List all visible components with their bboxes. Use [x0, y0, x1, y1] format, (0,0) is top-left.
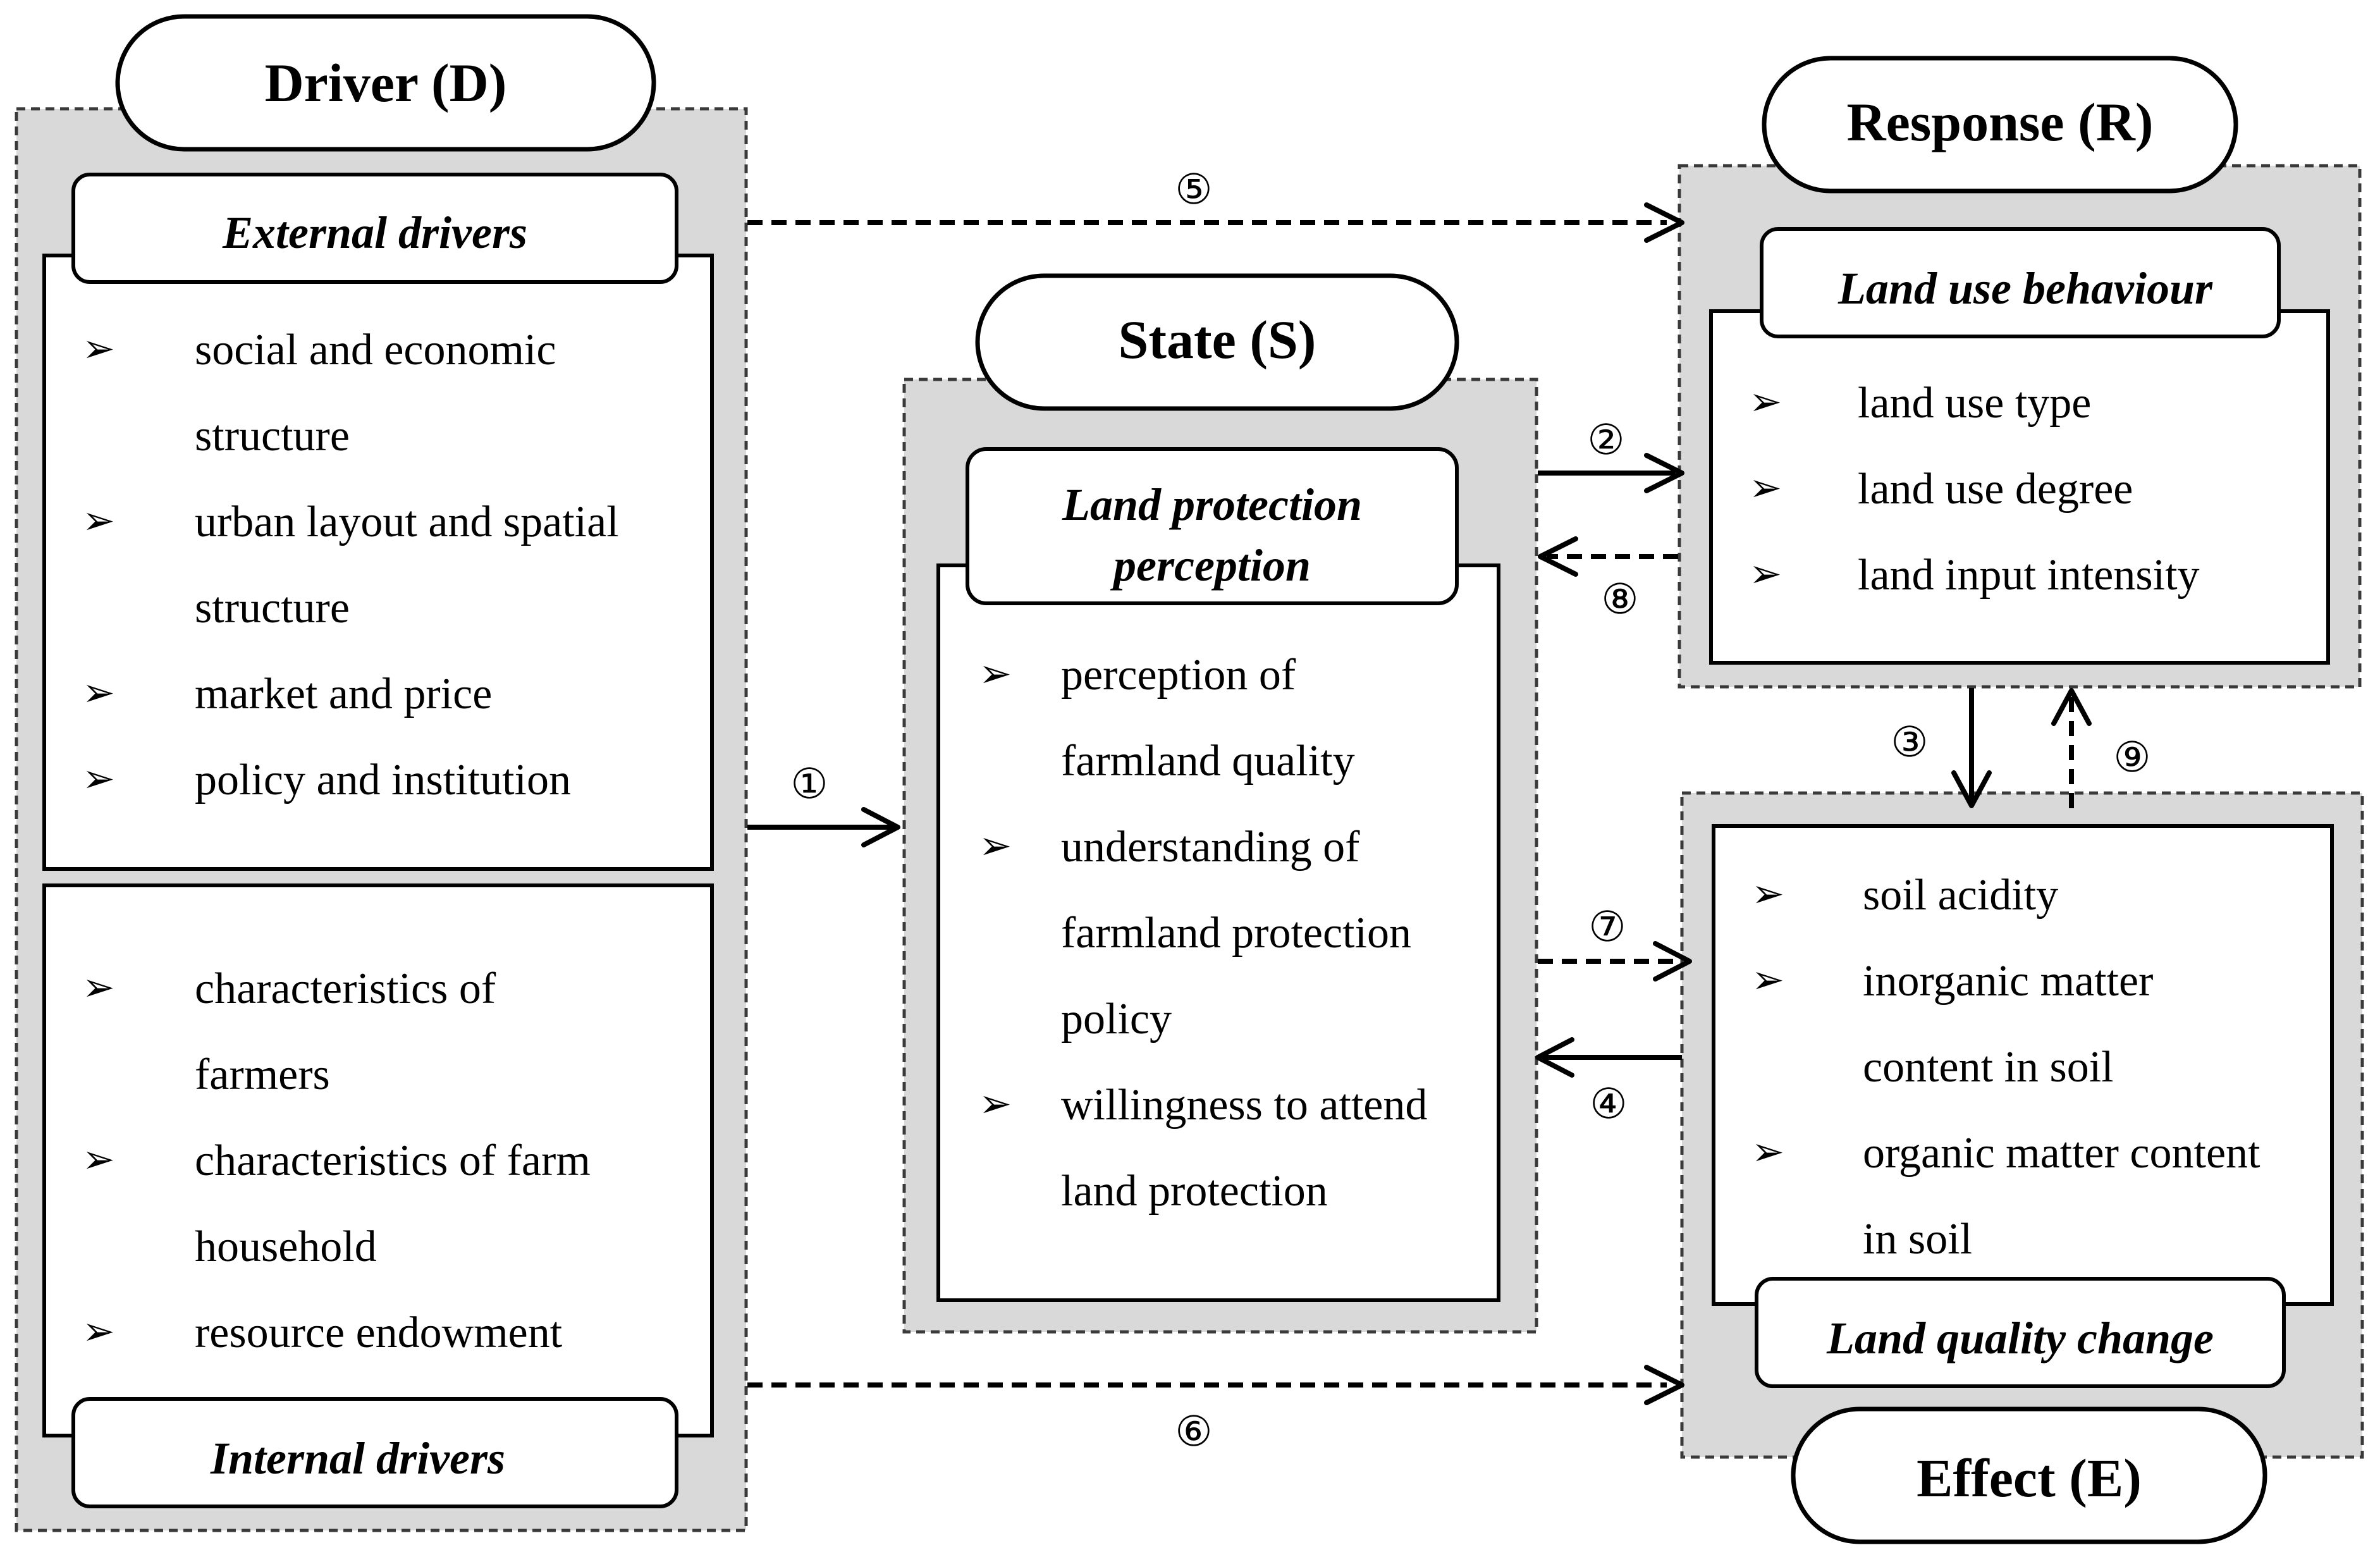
effect-label: Land quality change: [1826, 1313, 2214, 1363]
arrow-9-label: ⑨: [2113, 733, 2150, 782]
response-bullet-icon: ➢: [1749, 550, 1782, 596]
response-item-text: land use type: [1858, 379, 2091, 428]
response-label: Land use behaviour: [1837, 263, 2213, 314]
state-item-text: farmland quality: [1061, 737, 1355, 785]
arrow-8-label: ⑧: [1601, 575, 1638, 624]
effect-list: ➢ soil acidity ➢ inorganic matter content in…: [1751, 870, 2260, 1264]
external-driver-bullet-icon: ➢: [82, 755, 115, 801]
internal-driver-item-text: farmers: [195, 1050, 330, 1099]
external-driver-bullet-icon: ➢: [82, 669, 115, 715]
response-title: Response (R): [1847, 92, 2154, 152]
arrow-7-head: [1653, 941, 1692, 982]
internal-driver-bullet-icon: ➢: [82, 1308, 115, 1354]
arrow-2-label: ②: [1587, 415, 1624, 464]
effect-box: [1712, 824, 2334, 1306]
internal-drivers-tab: [71, 1397, 678, 1508]
driver-title-pill: [115, 14, 656, 152]
arrow-2-head: [1644, 453, 1684, 493]
internal-driver-item-text: resource endowment: [195, 1308, 563, 1357]
external-driver-item-text: structure: [195, 584, 350, 632]
arrow-5-label: ⑤: [1175, 165, 1212, 214]
arrow-4-head: [1535, 1037, 1574, 1078]
internal-driver-bullet-icon: ➢: [82, 964, 115, 1010]
state-item-text: understanding of: [1061, 823, 1360, 871]
external-drivers-box: [42, 254, 714, 871]
state-item-text: willingness to attend: [1061, 1081, 1427, 1129]
internal-driver-item-text: characteristics of farm: [195, 1136, 591, 1185]
external-driver-item-text: structure: [195, 412, 350, 460]
effect-item-text: content in soil: [1863, 1043, 2114, 1092]
effect-title-pill: [1791, 1406, 2267, 1544]
arrow-9-head: [2051, 688, 2092, 726]
arrow-4-label: ④: [1590, 1080, 1627, 1128]
state-list: ➢ perception of farmland quality ➢ understan…: [979, 650, 1427, 1215]
response-title-pill: [1762, 56, 2238, 194]
response-bullet-icon: ➢: [1749, 464, 1782, 510]
effect-item-text: inorganic matter: [1863, 957, 2153, 1006]
response-tab: [1760, 227, 2281, 338]
effect-bullet-icon: ➢: [1751, 870, 1784, 916]
state-label-line-1: Land protection: [1062, 479, 1362, 530]
response-list: ➢ land use type ➢ land use degree ➢ land inpu…: [1749, 378, 2200, 600]
internal-driver-item-text: characteristics of: [195, 964, 496, 1013]
external-driver-bullet-icon: ➢: [82, 325, 115, 371]
internal-drivers-box: [42, 883, 714, 1437]
arrow-8-head: [1538, 536, 1578, 577]
arrow-3-head: [1951, 770, 1992, 808]
state-bullet-icon: ➢: [979, 650, 1012, 696]
state-tab: [966, 447, 1459, 605]
state-bullet-icon: ➢: [979, 1080, 1012, 1126]
state-item-text: policy: [1061, 995, 1172, 1043]
arrow-6-head: [1644, 1365, 1684, 1405]
external-driver-item-text: urban layout and spatial: [195, 498, 619, 546]
internal-driver-item-text: household: [195, 1222, 377, 1271]
response-item-text: land input intensity: [1858, 551, 2200, 600]
effect-bullet-icon: ➢: [1751, 1128, 1784, 1174]
external-driver-bullet-icon: ➢: [82, 497, 115, 543]
arrows: ① ② ⑧ ③ ⑨ ⑦ ④ ⑤ ⑥: [747, 165, 2151, 1456]
arrow-3-label: ③: [1891, 718, 1928, 766]
effect-bullet-icon: ➢: [1751, 956, 1784, 1002]
arrow-7-label: ⑦: [1588, 902, 1626, 951]
external-driver-item-text: market and price: [195, 670, 492, 718]
effect-title: Effect (E): [1917, 1448, 2142, 1508]
driver-title: Driver (D): [265, 52, 507, 113]
arrow-6-label: ⑥: [1175, 1407, 1212, 1456]
external-drivers-list: ➢ social and economic structure ➢ urban layo…: [82, 325, 619, 804]
state-item-text: perception of: [1061, 651, 1296, 699]
state-bullet-icon: ➢: [979, 822, 1012, 868]
arrow-1-head: [861, 807, 900, 847]
effect-item-text: organic matter content: [1863, 1129, 2260, 1178]
external-drivers-label: External drivers: [222, 207, 527, 258]
state-item-text: land protection: [1061, 1167, 1328, 1215]
internal-driver-bullet-icon: ➢: [82, 1136, 115, 1182]
state-title-pill: [975, 273, 1459, 411]
state-title: State (S): [1119, 309, 1316, 370]
effect-item-text: soil acidity: [1863, 871, 2058, 920]
state-group: State (S) Land protection perception ➢ pe…: [902, 273, 1538, 1334]
response-item-text: land use degree: [1858, 465, 2133, 514]
external-driver-item-text: policy and institution: [195, 756, 571, 804]
response-bullet-icon: ➢: [1749, 378, 1782, 424]
response-group: Response (R) Land use behaviour ➢ land us…: [1678, 56, 2362, 689]
state-label-line-2: perception: [1110, 540, 1311, 591]
external-drivers-tab: [71, 173, 678, 284]
internal-drivers-list: ➢ characteristics of farmers ➢ characteristi…: [82, 964, 591, 1357]
arrow-5-head: [1644, 202, 1684, 243]
arrow-1-label: ①: [790, 760, 828, 808]
internal-drivers-label: Internal drivers: [210, 1433, 505, 1484]
external-driver-item-text: social and economic: [195, 326, 556, 374]
response-box: [1709, 309, 2330, 665]
driver-group: Driver (D) External drivers ➢ social and …: [15, 14, 748, 1532]
effect-group: ➢ soil acidity ➢ inorganic matter content in…: [1680, 791, 2364, 1544]
effect-item-text: in soil: [1863, 1215, 1972, 1264]
state-box: [936, 563, 1500, 1302]
effect-tab: [1755, 1277, 2286, 1388]
state-item-text: farmland protection: [1061, 909, 1411, 957]
